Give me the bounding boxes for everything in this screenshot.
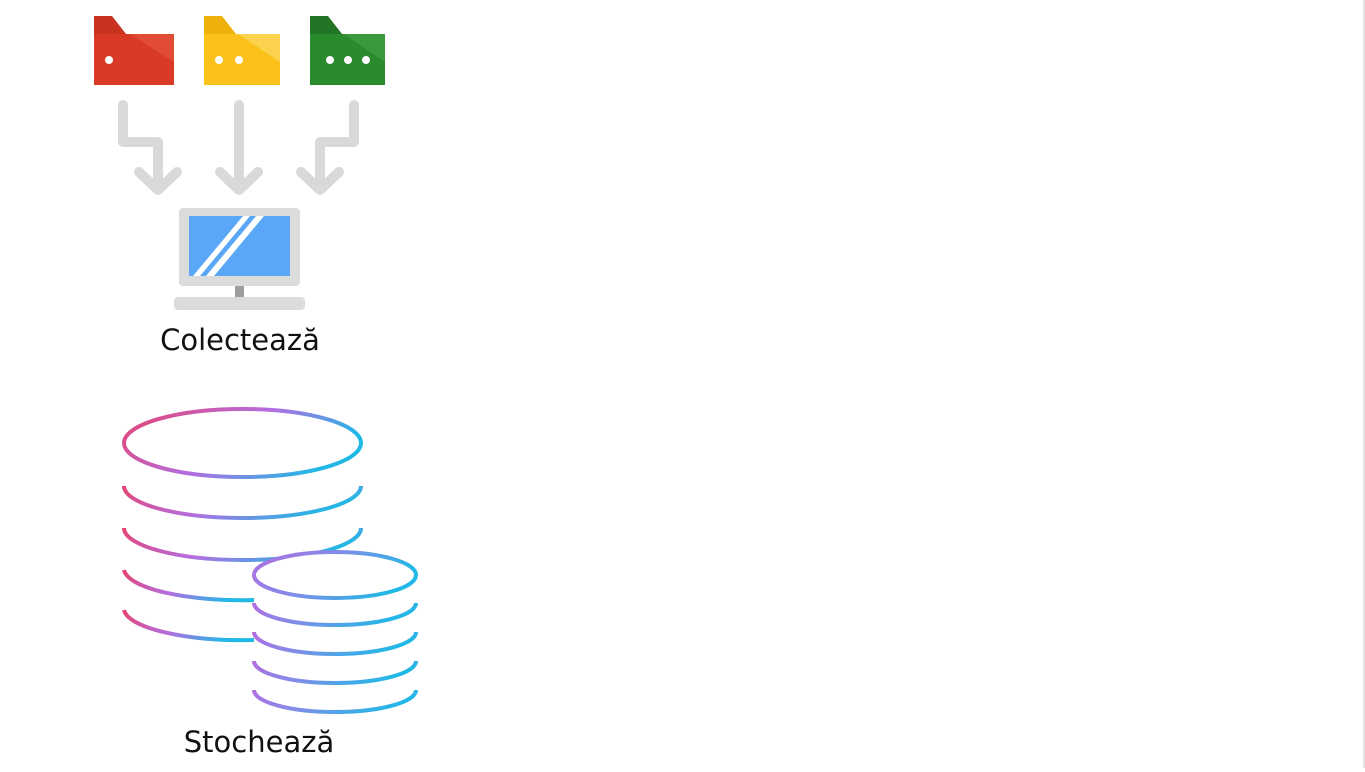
collect-label: Colectează bbox=[160, 323, 320, 357]
middle-arrow-icon bbox=[215, 100, 263, 195]
red-folder-icon bbox=[94, 16, 174, 85]
yellow-folder-icon bbox=[204, 16, 280, 85]
left-arrow-icon bbox=[118, 100, 182, 195]
database-large-icon bbox=[122, 407, 363, 643]
computer-monitor-icon bbox=[174, 208, 305, 310]
right-edge-divider bbox=[1363, 0, 1365, 768]
database-small-icon bbox=[252, 550, 418, 714]
store-label: Stochează bbox=[183, 725, 335, 759]
green-folder-icon bbox=[310, 16, 385, 85]
right-arrow-icon bbox=[296, 100, 359, 195]
